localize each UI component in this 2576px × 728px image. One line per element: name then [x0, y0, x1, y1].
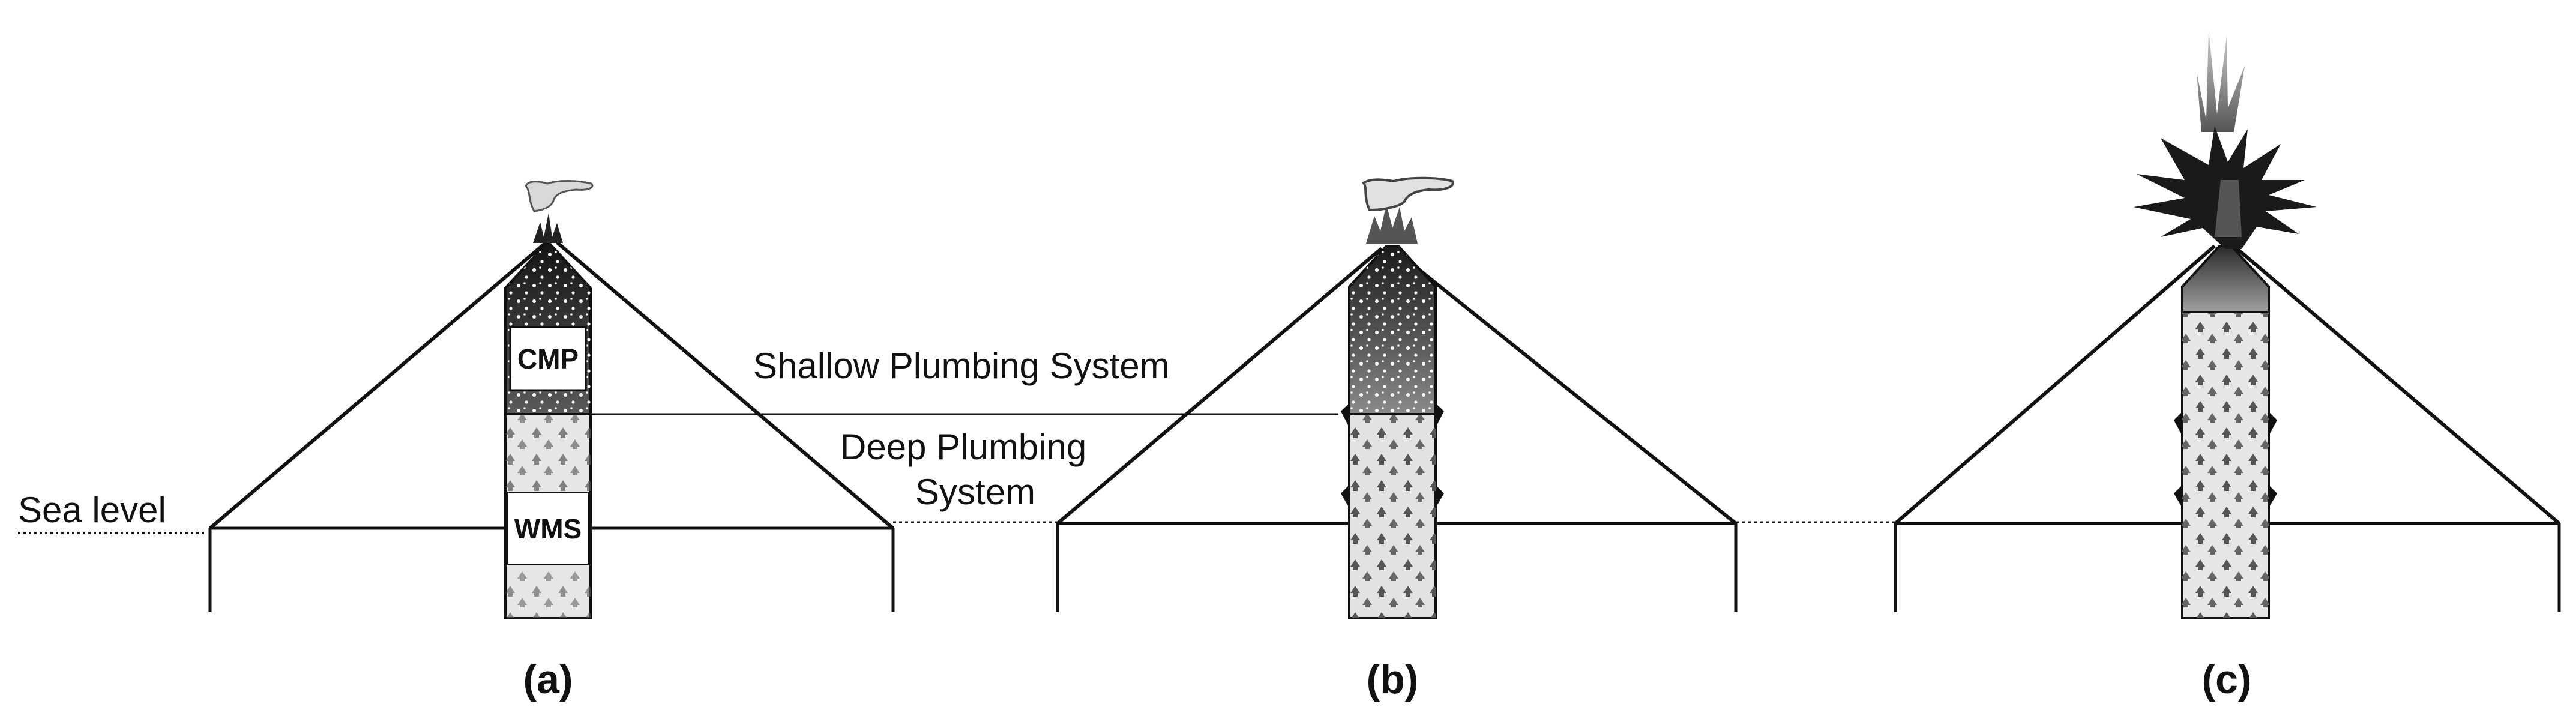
- panel-label-a: (a): [523, 657, 573, 702]
- vent-c-1: [2174, 412, 2182, 436]
- volcano-b-left-flank: [1056, 247, 1383, 525]
- vent-c-4: [2269, 485, 2277, 508]
- deep-plumbing-label-1: Deep Plumbing: [840, 427, 1086, 467]
- vent-b-2: [1436, 403, 1444, 427]
- panel-b-volcano: [1056, 176, 1738, 619]
- shallow-plumbing-label: Shallow Plumbing System: [753, 346, 1170, 386]
- panel-label-b: (b): [1367, 657, 1419, 702]
- panel-c-volcano: [1894, 30, 2561, 619]
- conduit-a-bubbles-low: [505, 570, 591, 618]
- panel-a-volcano: CMP WMS: [208, 180, 1338, 619]
- vent-c-3: [2174, 485, 2182, 508]
- volcano-b-right-flank: [1391, 247, 1737, 525]
- volcano-a-left-flank: [209, 241, 547, 530]
- crater-b-spikes: [1366, 204, 1418, 244]
- ash-column: [2197, 30, 2245, 132]
- sea-level-label: Sea level: [18, 490, 166, 530]
- vent-b-4: [1436, 485, 1444, 508]
- wms-label: WMS: [514, 513, 582, 544]
- conduit-c-top: [2181, 245, 2270, 313]
- cmp-box: [509, 326, 587, 391]
- volcano-c-right-flank: [2233, 244, 2560, 525]
- deep-plumbing-label-2: System: [915, 472, 1035, 512]
- panel-label-c: (c): [2201, 657, 2251, 702]
- volcano-c-left-flank: [1894, 244, 2216, 525]
- vent-b-1: [1341, 403, 1349, 427]
- conduit-b-bubbles: [1349, 414, 1436, 618]
- volcano-a-right-flank: [556, 241, 894, 530]
- plume-b: [1362, 176, 1454, 212]
- wms-box: [507, 492, 589, 565]
- plume-a: [525, 180, 594, 212]
- explosion-core: [2215, 180, 2242, 237]
- cmp-label: CMP: [517, 343, 579, 375]
- vent-c-2: [2269, 412, 2277, 436]
- conduit-c-bubbles: [2182, 287, 2269, 618]
- conduit-a-bubbles: [505, 414, 591, 492]
- vent-b-3: [1341, 485, 1349, 508]
- crater-a-spikes: [533, 213, 563, 243]
